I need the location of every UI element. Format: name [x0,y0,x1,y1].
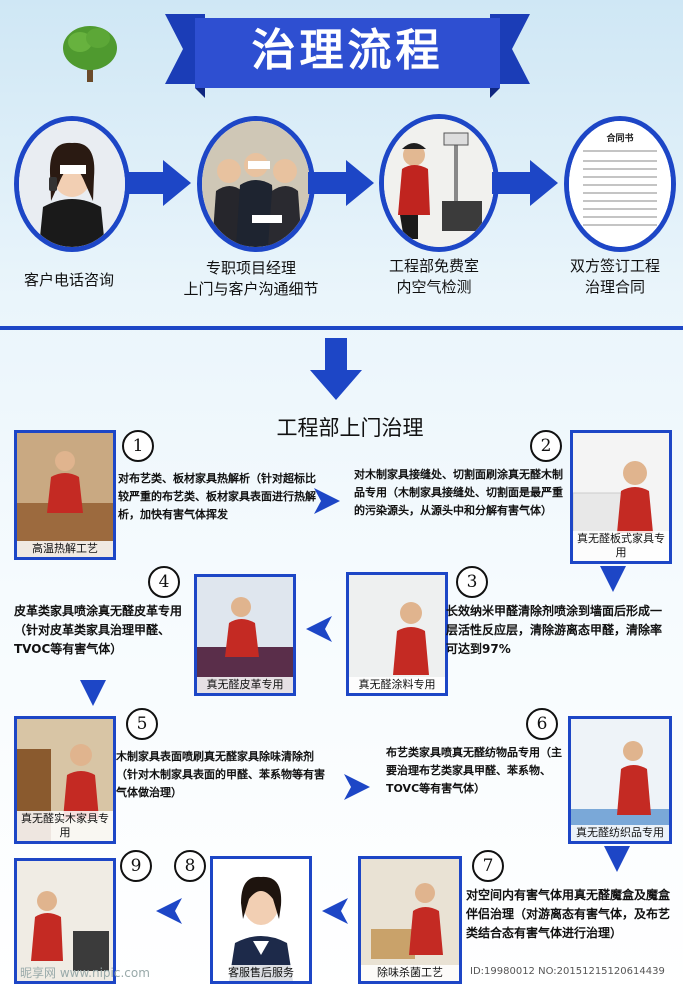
photo-label: 真无醛涂料专用 [349,677,445,693]
step-description: 对空间内有害气体用真无醛魔盒及魔盒伴侣治理（对游离态有害气体，及布艺类结合态有害… [466,888,671,940]
contract-icon [569,121,671,247]
step-airtest-oval [379,114,499,252]
arrow-right-icon [308,160,376,206]
step-caption: 专职项目经理 上门与客户沟通细节 [166,258,336,300]
caption-line: 上门与客户沟通细节 [183,280,319,298]
arrow-down-icon [80,680,106,706]
air-test-icon [384,119,494,247]
step-description: 木制家具表面喷刷真无醛家具除味清除剂（针对木制家具表面的甲醛、苯系物等有害气体做… [116,750,325,799]
step-photo-4: 真无醛皮革专用 [194,574,296,696]
arrow-left-icon [322,898,348,924]
divider [0,326,683,330]
step-photo-5: 真无醛实木家具专用 [14,716,116,844]
step-phone-oval [14,116,130,252]
footer-id: ID:19980012 NO:20151215120614439 [470,966,665,977]
step-photo-2: 真无醛板式家具专用 [570,430,672,564]
arrow-left-icon [306,616,332,642]
caption-line: 客户电话咨询 [23,271,114,289]
step-contract-oval: 合同书 [564,116,676,252]
step-description: 皮革类家具喷涂真无醛皮革专用（针对皮革类家具治理甲醛、TVOC等有害气体） [14,604,183,656]
caption-line: 专职项目经理 [205,259,296,277]
step-number: 5 [126,708,158,740]
tree-icon [60,22,120,84]
step-number: 3 [456,566,488,598]
arrow-right-icon [125,160,193,206]
contract-doc-title: 合同书 [606,134,634,144]
step-description: 对布艺类、板材家具热解析（针对超标比较严重的布艺类、板材家具表面进行热解析，加快… [118,472,316,521]
step-caption: 客户电话咨询 [4,270,134,291]
step-number: 1 [122,430,154,462]
arrow-right-icon [492,160,560,206]
step-photo-7: 除味杀菌工艺 [358,856,462,984]
photo-label: 除味杀菌工艺 [361,965,459,981]
section-title: 工程部上门治理 [276,416,424,440]
step-photo-3: 真无醛涂料专用 [346,572,448,696]
arrow-right-icon [314,488,340,514]
step-description: 长效纳米甲醛清除剂喷涂到墙面后形成一层活性反应层，清除游离态甲醛，清除率可达到9… [446,604,663,656]
step-number: 6 [526,708,558,740]
step-number: 9 [120,850,152,882]
step-description: 布艺类家具喷真无醛纺物品专用（主要治理布艺类家具甲醛、苯系物、TOVC等有害气体… [386,746,562,795]
footer-watermark: 昵享网 www.nipic.com [20,966,150,980]
step-photo-8: 客服售后服务 [210,856,312,984]
caption-line: 双方签订工程 [569,257,660,275]
photo-label: 真无醛皮革专用 [197,677,293,693]
handshake-icon [202,121,310,247]
arrow-down-icon [604,846,630,872]
arrow-right-icon [344,774,370,800]
step-caption: 双方签订工程 治理合同 [550,256,680,298]
step-description: 对木制家具接缝处、切割面刷涂真无醛木制品专用（木制家具接缝处、切割面是最严重的污… [354,468,563,517]
photo-label: 高温热解工艺 [17,541,113,557]
step-caption: 工程部免费室 内空气检测 [364,256,504,298]
step-photo-6: 真无醛纺织品专用 [568,716,672,844]
arrow-down-icon [600,566,626,592]
step-meeting-oval [197,116,315,252]
step-number: 8 [174,850,206,882]
caption-line: 内空气检测 [396,278,472,296]
photo-label: 真无醛板式家具专用 [573,531,669,561]
photo-label: 真无醛纺织品专用 [571,825,669,841]
arrow-left-icon [156,898,182,924]
photo-label: 客服售后服务 [213,965,309,981]
page-title: 治理流程 [251,25,444,76]
phone-woman-icon [19,121,125,247]
title-banner [165,14,530,98]
photo-label: 真无醛实木家具专用 [17,811,113,841]
step-number: 7 [472,850,504,882]
arrow-down-icon [310,338,362,400]
step-number: 2 [530,430,562,462]
step-number: 4 [148,566,180,598]
step-photo-9 [14,858,116,984]
caption-line: 工程部免费室 [388,257,479,275]
caption-line: 治理合同 [584,278,645,296]
step-photo-1: 高温热解工艺 [14,430,116,560]
